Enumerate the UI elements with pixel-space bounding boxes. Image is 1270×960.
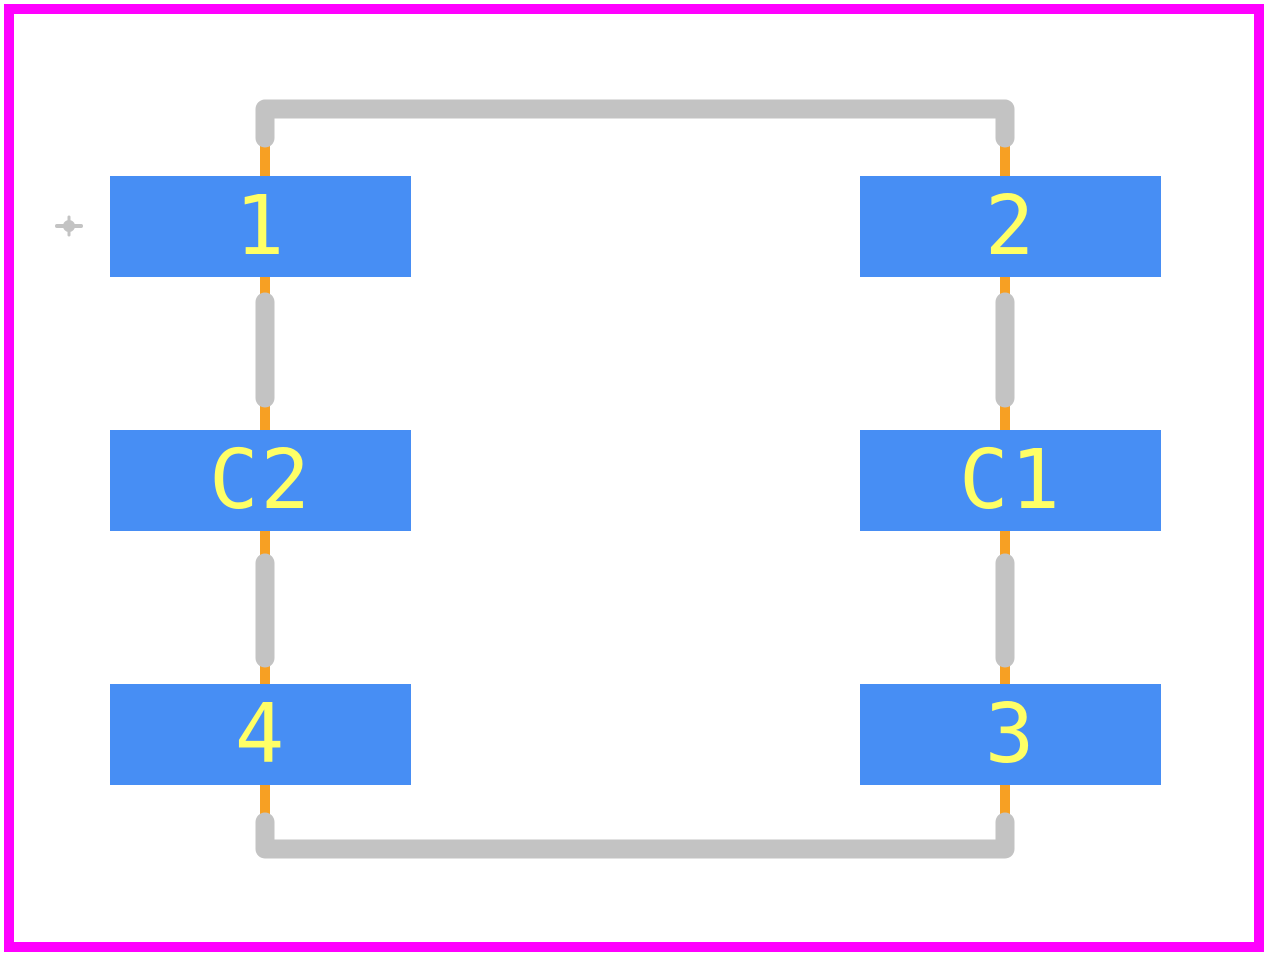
silkscreen [255,99,1015,859]
pad-1: 1 [110,176,411,277]
pad-c1: C1 [860,430,1161,531]
board-outline [4,4,1264,952]
silk-top-bracket [255,99,1015,148]
pad-c1-label: C1 [959,433,1062,528]
pad-3-label: 3 [984,687,1037,782]
pad-c2-label: C2 [209,433,312,528]
pad-3: 3 [860,684,1161,785]
pad-2: 2 [860,176,1161,277]
pad-2-label: 2 [984,179,1037,274]
pad-1-label: 1 [234,179,287,274]
silk-bottom-bracket [255,812,1015,859]
crosshair-icon [55,215,83,237]
pad-c2: C2 [110,430,411,531]
pad-4: 4 [110,684,411,785]
pad-4-label: 4 [234,687,287,782]
